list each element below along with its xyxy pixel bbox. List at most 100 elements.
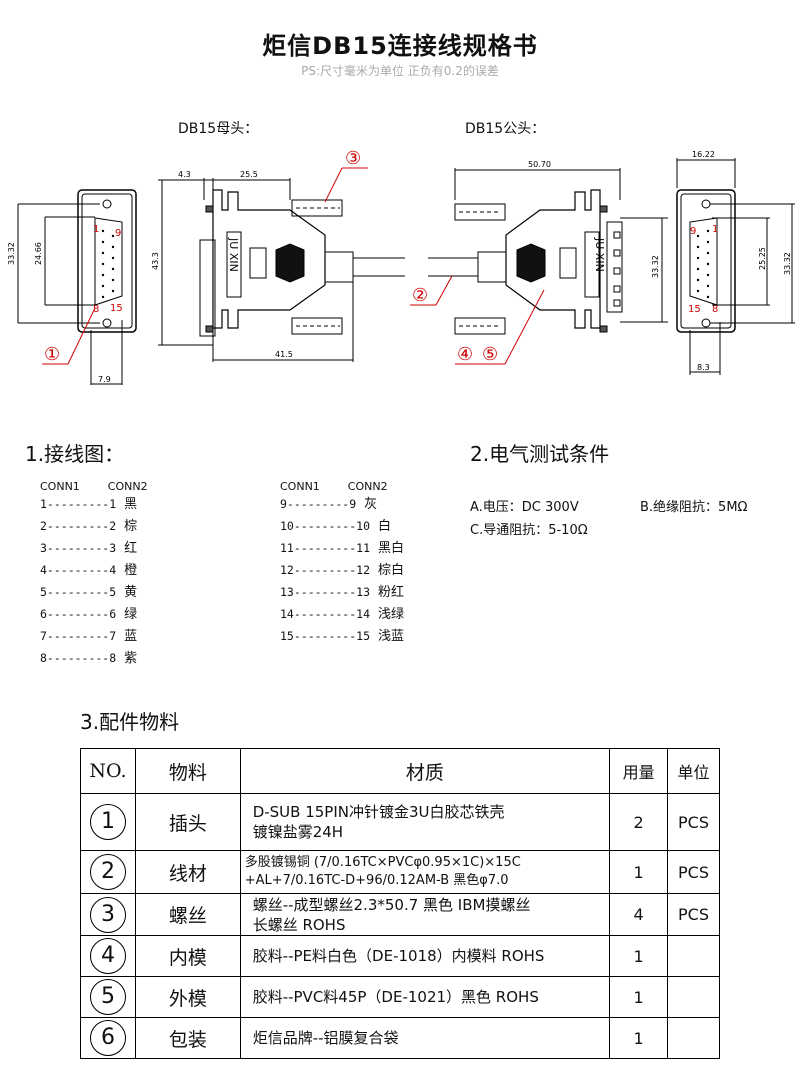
wire-color: 浅蓝	[378, 629, 405, 644]
unit: PCS	[667, 793, 720, 851]
material-spec: 多股镀锡铜 (7/0.16TC×PVCφ0.95×1C)×15C+AL+7/0.…	[239, 850, 611, 894]
row-number: 2	[89, 854, 126, 890]
unit	[667, 976, 720, 1018]
male-side-view: JU XIN 50.70 33.32	[428, 160, 668, 335]
pin-mapping: 15---------15	[280, 629, 371, 643]
svg-text:JU XIN: JU XIN	[593, 237, 606, 272]
svg-text:1: 1	[93, 224, 99, 235]
wiring-row: 3---------3 红	[40, 537, 148, 559]
wire-color: 白	[378, 519, 392, 534]
unit	[667, 1017, 720, 1059]
subtitle: PS:尺寸毫米为单位 正负有0.2的误差	[301, 64, 499, 78]
page-title: 炬信DB15连接线规格书	[262, 32, 538, 60]
svg-text:⑤: ⑤	[482, 344, 498, 365]
quantity: 1	[609, 850, 669, 894]
wire-color: 棕	[124, 519, 138, 534]
row-number: 1	[89, 804, 126, 840]
svg-text:33.32: 33.32	[651, 255, 660, 278]
pin-mapping: 14---------14	[280, 607, 371, 621]
male-front-view: 9 1 15 8 16.22 25.25 33.32 8.3	[676, 150, 795, 375]
table-row: 5 外模 胶料--PVC料45P（DE-1021）黑色 ROHS 1	[80, 976, 720, 1018]
conn1-header: CONN1	[280, 480, 320, 493]
svg-text:④: ④	[457, 344, 473, 365]
wiring-row: 11---------11 黑白	[280, 537, 404, 559]
female-side-view: JU XIN 43.3 4.3 25.5 41.5	[151, 170, 405, 362]
pin-mapping: 6---------6	[40, 607, 117, 621]
svg-text:1: 1	[712, 224, 718, 235]
svg-text:JU XIN: JU XIN	[227, 237, 240, 272]
material-spec: 炬信品牌--铝膜复合袋	[239, 1017, 611, 1059]
material-name: 线材	[134, 850, 241, 894]
wire-color: 黑白	[378, 541, 405, 556]
row-number: 5	[89, 979, 126, 1015]
wiring-row: 5---------5 黄	[40, 581, 148, 603]
table-row: 4 内模 胶料--PE料白色（DE-1018）内模料 ROHS 1	[80, 935, 720, 977]
svg-text:8.3: 8.3	[697, 363, 710, 372]
svg-text:①: ①	[44, 344, 60, 365]
wiring-row: 1---------1 黑	[40, 493, 148, 515]
materials-table: NO. 物料 材质 用量 单位 1 插头 D-SUB 15PIN冲针镀金3U白胶…	[80, 748, 720, 1059]
material-name: 螺丝	[134, 893, 241, 936]
svg-text:25.25: 25.25	[758, 247, 767, 270]
svg-text:②: ②	[412, 285, 428, 306]
svg-text:8: 8	[93, 304, 99, 315]
wire-color: 黄	[124, 585, 138, 600]
insulation: B.绝缘阻抗：5MΩ	[640, 500, 748, 515]
conduction: C.导通阻抗：5-10Ω	[470, 523, 588, 538]
svg-text:15: 15	[110, 303, 123, 314]
material-spec: 螺丝--成型螺丝2.3*50.7 黑色 IBM摸螺丝长螺丝 ROHS	[239, 893, 611, 936]
male-label: DB15公头：	[465, 121, 546, 137]
svg-text:8: 8	[712, 304, 718, 315]
svg-text:33.32: 33.32	[7, 242, 16, 265]
conn2-header: CONN2	[347, 480, 388, 493]
pin-mapping: 3---------3	[40, 541, 117, 555]
material-name: 包装	[134, 1017, 241, 1059]
conn1-header: CONN1	[40, 480, 80, 493]
quantity: 2	[609, 793, 669, 851]
material-name: 内模	[134, 935, 241, 977]
svg-text:9: 9	[115, 228, 121, 239]
quantity: 1	[609, 935, 669, 977]
row-number: 3	[89, 896, 126, 933]
callouts: ③ ② ① ④ ⑤	[42, 148, 545, 365]
unit: PCS	[667, 850, 720, 894]
wiring-left: CONN1 CONN2 1---------1 黑 2---------2 棕 3----…	[40, 480, 148, 669]
pin-mapping: 11---------11	[280, 541, 371, 555]
svg-text:50.70: 50.70	[528, 160, 551, 169]
conn2-header: CONN2	[107, 480, 148, 493]
svg-text:25.5: 25.5	[240, 170, 258, 179]
material-spec: 胶料--PE料白色（DE-1018）内模料 ROHS	[239, 935, 611, 977]
wire-color: 灰	[364, 497, 378, 512]
wire-color: 蓝	[124, 629, 138, 644]
table-header: NO. 物料 材质 用量 单位	[80, 748, 720, 794]
svg-text:9: 9	[690, 226, 696, 237]
pin-mapping: 13---------13	[280, 585, 371, 599]
svg-text:15: 15	[688, 304, 701, 315]
svg-text:16.22: 16.22	[692, 150, 715, 159]
wire-color: 红	[124, 541, 138, 556]
wiring-row: 8---------8 紫	[40, 647, 148, 669]
wiring-row: 14---------14 浅绿	[280, 603, 404, 625]
materials-title: 3.配件物料	[80, 710, 180, 734]
table-row: 6 包装 炬信品牌--铝膜复合袋 1	[80, 1017, 720, 1059]
wiring-row: 2---------2 棕	[40, 515, 148, 537]
svg-text:4.3: 4.3	[178, 170, 191, 179]
wire-color: 浅绿	[378, 607, 405, 622]
svg-text:33.32: 33.32	[783, 252, 792, 275]
wire-color: 黑	[124, 497, 138, 512]
pin-mapping: 8---------8	[40, 651, 117, 665]
table-row: 3 螺丝 螺丝--成型螺丝2.3*50.7 黑色 IBM摸螺丝长螺丝 ROHS …	[80, 893, 720, 936]
pin-mapping: 1---------1	[40, 497, 117, 511]
wire-color: 紫	[124, 651, 138, 666]
row-number: 4	[89, 938, 126, 974]
pin-mapping: 2---------2	[40, 519, 117, 533]
unit: PCS	[667, 893, 720, 936]
pin-mapping: 5---------5	[40, 585, 117, 599]
quantity: 1	[609, 1017, 669, 1059]
svg-text:7.9: 7.9	[98, 375, 111, 384]
